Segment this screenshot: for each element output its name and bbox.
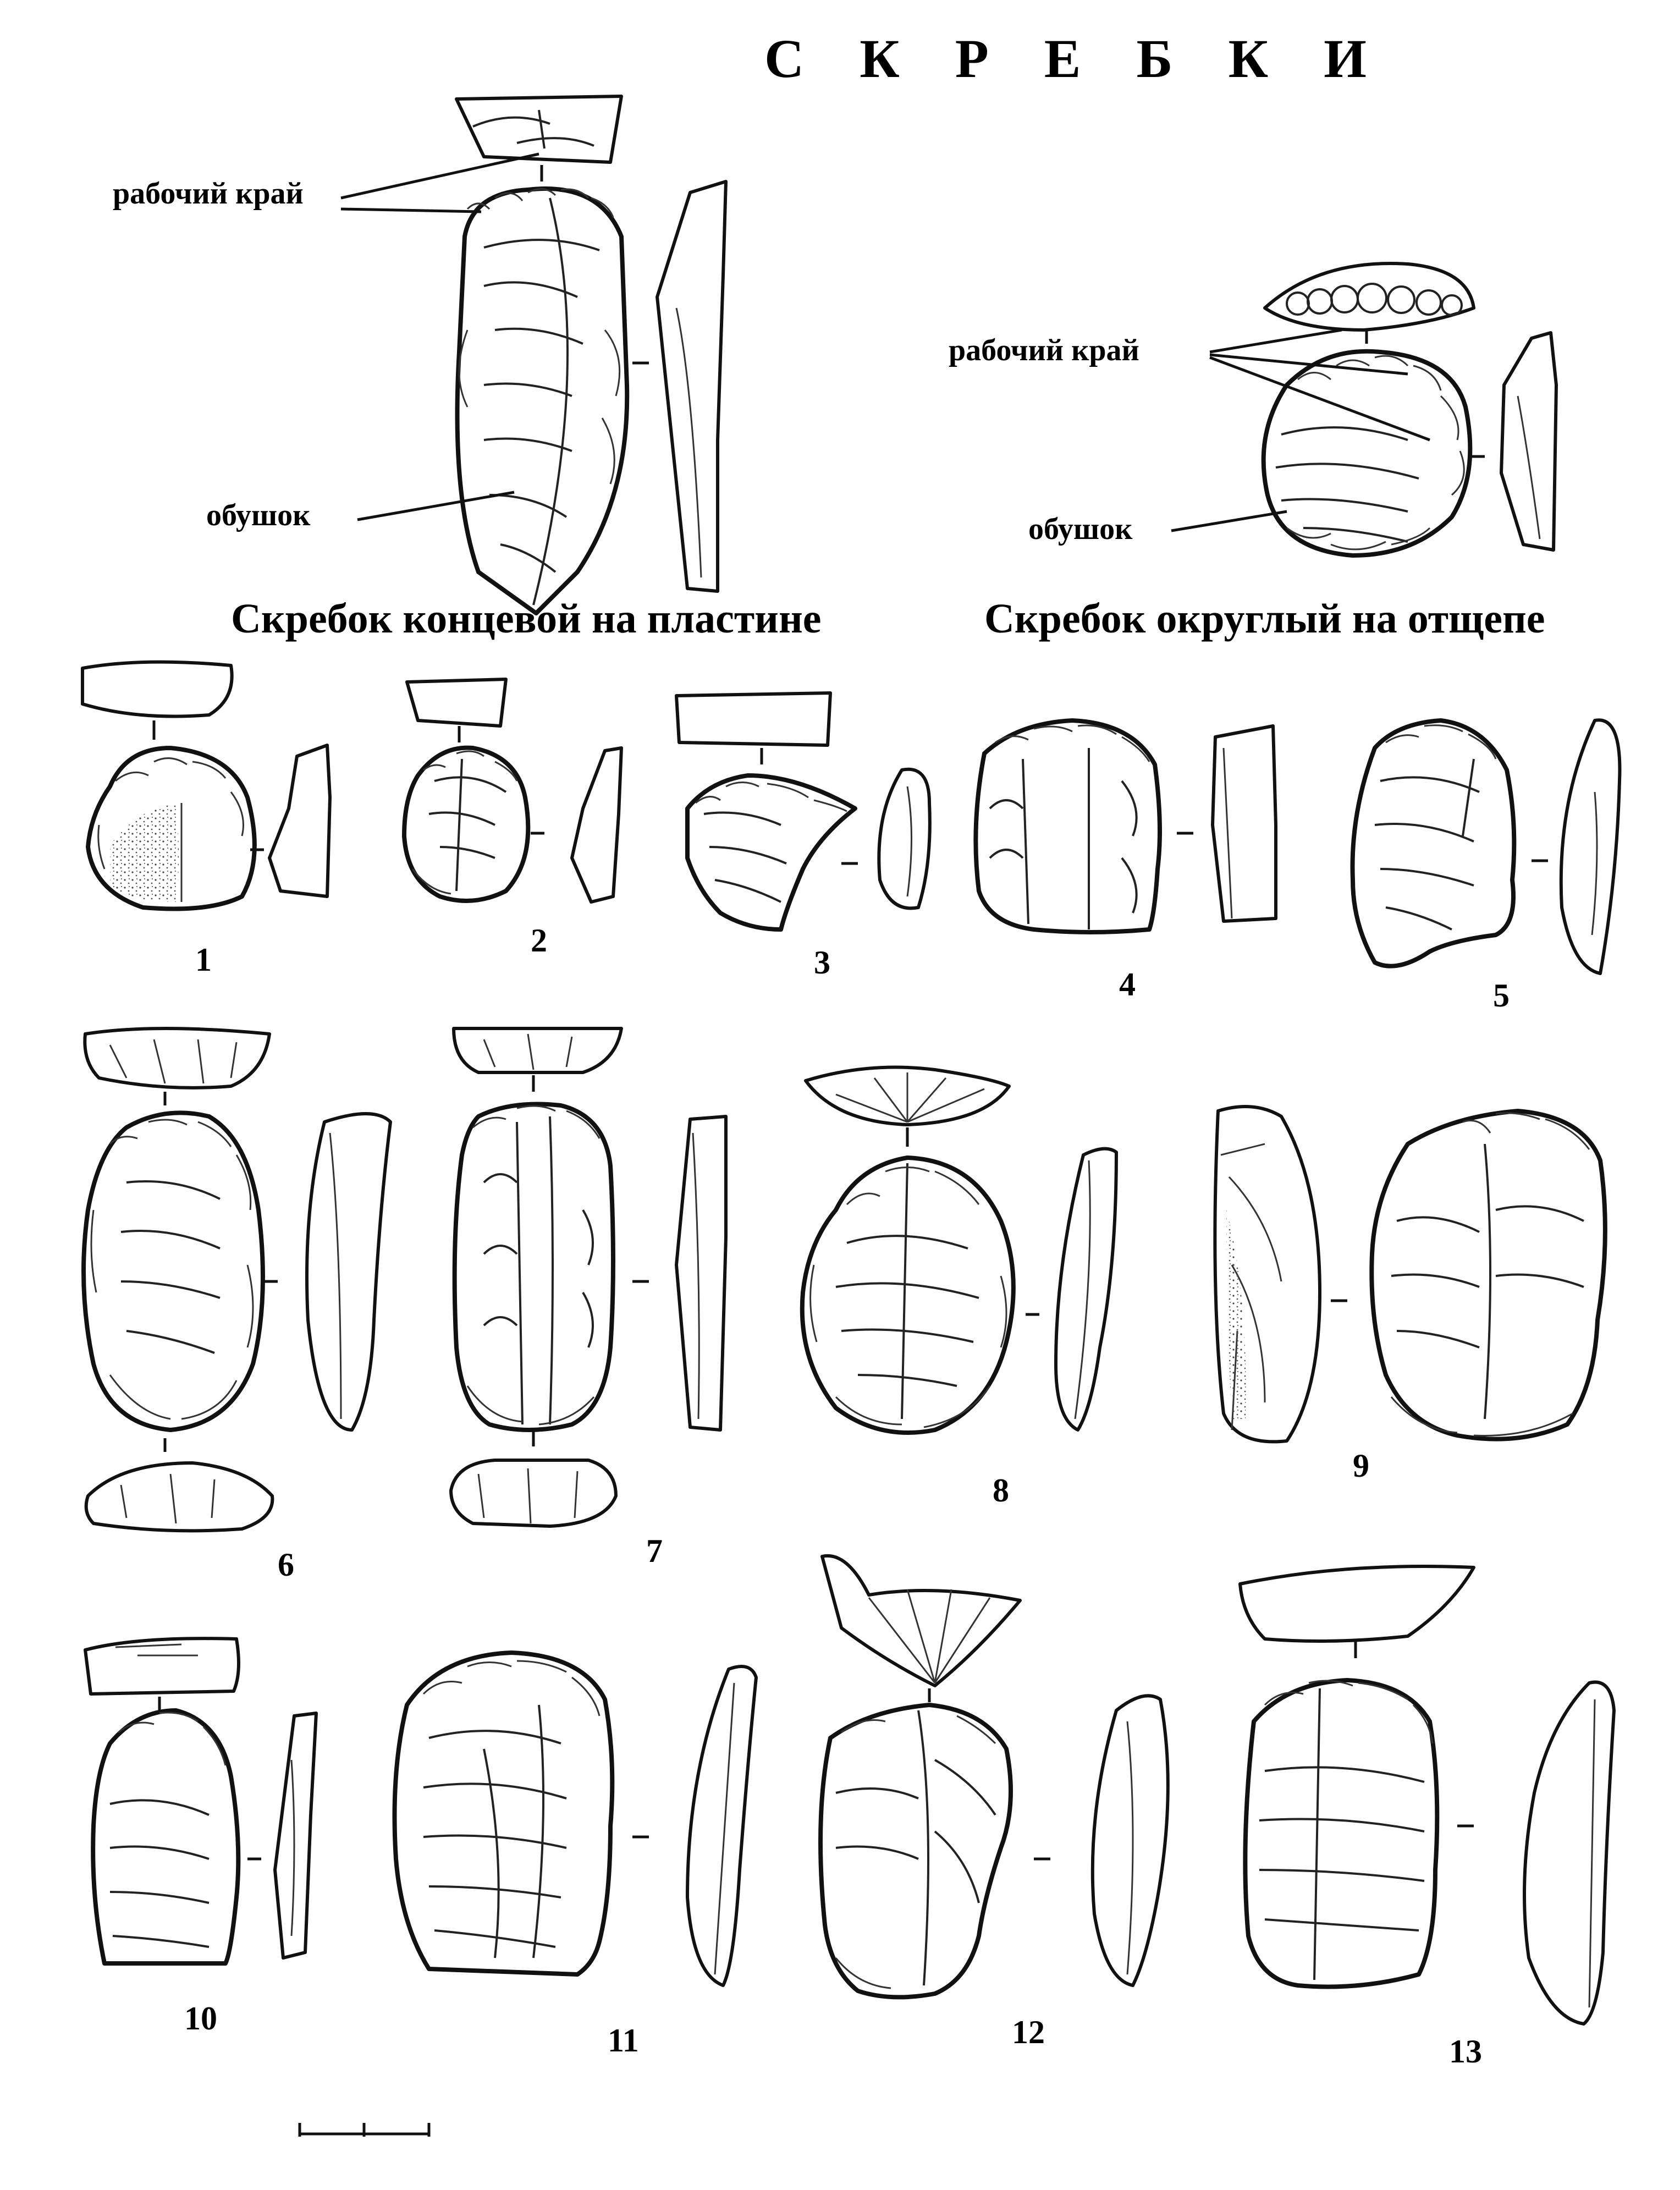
artifact-9: 9: [1213, 1105, 1607, 1484]
artifact-2: 2: [402, 678, 623, 959]
artifact-number-4: 4: [1119, 966, 1136, 1003]
butt-label-left: обушок: [206, 498, 311, 532]
artifact-number-6: 6: [278, 1547, 294, 1583]
artifact-number-8: 8: [993, 1472, 1009, 1509]
artifact-12: 12: [818, 1554, 1170, 2050]
artifact-number-5: 5: [1493, 977, 1510, 1014]
artifact-1: 1: [81, 660, 332, 978]
working-edge-label-left: рабочий край: [113, 177, 304, 211]
artifact-6: 6: [81, 1027, 392, 1583]
end-scraper-diagram: рабочий край обушок Скребок концевой на …: [113, 95, 821, 642]
artifact-3: 3: [675, 691, 932, 981]
artifact-11: 11: [392, 1650, 758, 2059]
artifact-5: 5: [1350, 718, 1622, 1014]
retouch-circles: [1286, 283, 1463, 316]
artifact-number-7: 7: [646, 1533, 663, 1569]
artifact-number-1: 1: [195, 942, 212, 978]
caption-end-scraper: Скребок концевой на пластине: [231, 596, 821, 642]
artifact-10: 10: [84, 1637, 318, 2037]
working-edge-label-right: рабочий край: [949, 333, 1139, 367]
artifact-8: 8: [800, 1065, 1118, 1509]
artifact-number-10: 10: [184, 2000, 217, 2037]
artifact-number-9: 9: [1353, 1448, 1369, 1484]
artifact-number-2: 2: [531, 922, 547, 959]
caption-round-scraper: Скребок округлый на отщепе: [984, 596, 1545, 642]
artifact-number-11: 11: [608, 2022, 639, 2059]
artifact-13: 13: [1238, 1565, 1616, 2070]
artifact-number-12: 12: [1012, 2014, 1045, 2050]
artifact-number-13: 13: [1449, 2033, 1482, 2070]
artifact-7: 7: [449, 1027, 728, 1569]
plate-title: С К Р Е Б К И: [764, 28, 1387, 89]
artifact-number-3: 3: [814, 944, 830, 981]
scale-bar: [298, 2123, 431, 2137]
butt-label-right: обушок: [1028, 512, 1133, 546]
round-scraper-diagram: рабочий край обушок Скребок округлый на …: [949, 262, 1558, 642]
artifact-4: 4: [973, 718, 1277, 1003]
